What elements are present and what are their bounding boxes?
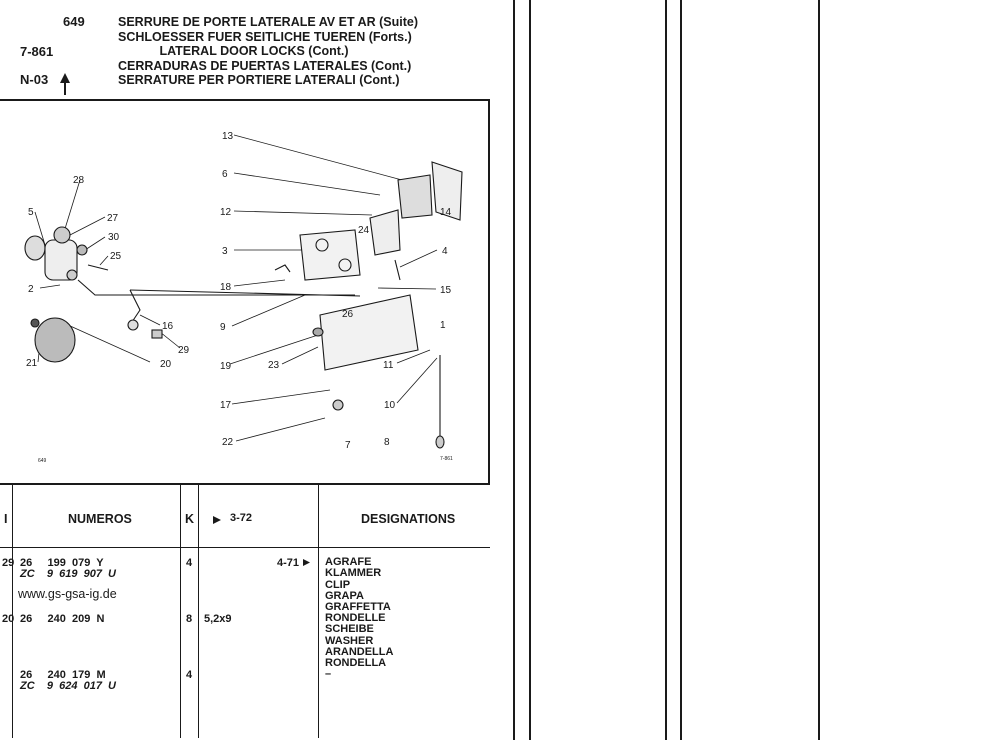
diagram-code-right: 7-861 xyxy=(440,456,453,462)
play-arrow-icon xyxy=(213,516,221,524)
designation-it: RONDELLA xyxy=(325,657,387,670)
up-arrow-icon xyxy=(60,73,70,95)
callout-12: 12 xyxy=(220,207,232,218)
part-number-alt: ZC 9 619 907 U xyxy=(20,568,116,580)
page-column-line xyxy=(818,0,820,740)
page-column-line xyxy=(513,0,515,740)
callout-numbers: 13 6 12 14 3 24 4 15 18 28 5 27 30 25 2 … xyxy=(26,131,453,464)
callout-28: 28 xyxy=(73,175,85,186)
callout-17: 17 xyxy=(220,400,232,411)
title-es: CERRADURAS DE PUERTAS LATERALES (Cont.) xyxy=(118,58,412,73)
designation-fr: RONDELLE xyxy=(325,612,386,624)
diagram-code-left: 649 xyxy=(38,458,47,464)
callout-29: 29 xyxy=(178,345,190,356)
designation-es: ARANDELLA xyxy=(325,645,394,658)
callout-4: 4 xyxy=(442,246,448,257)
part-number: 26 199 079 Y xyxy=(20,557,104,569)
col-header-k: K xyxy=(185,512,195,526)
callout-21: 21 xyxy=(26,358,38,369)
col-header-index: I xyxy=(4,512,8,526)
callout-25: 25 xyxy=(110,251,122,262)
table-col-divider xyxy=(318,483,319,738)
callout-18: 18 xyxy=(220,282,232,293)
callout-26: 26 xyxy=(342,309,354,320)
callout-13: 13 xyxy=(222,131,234,142)
title-it: SERRATURE PER PORTIERE LATERALI (Cont.) xyxy=(118,73,400,87)
designation-en: WASHER xyxy=(325,634,374,647)
row-index: 29 xyxy=(2,557,15,569)
designations-list: AGRAFE KLAMMER CLIP GRAPA GRAFFETTA xyxy=(325,556,391,614)
table-col-divider xyxy=(180,483,181,738)
quantity-k: 8 xyxy=(186,613,193,625)
callout-2: 2 xyxy=(28,284,34,295)
designation-de: SCHEIBE xyxy=(325,623,374,636)
callout-20: 20 xyxy=(160,359,172,370)
part-number: 26 240 209 N xyxy=(20,613,105,625)
col-header-numeros: NUMEROS xyxy=(68,512,132,526)
designation-de: KLAMMER xyxy=(325,567,382,580)
table-top-border xyxy=(0,483,490,485)
section-code: N-03 xyxy=(20,72,49,87)
callout-3: 3 xyxy=(222,246,228,257)
designation-fr: AGRAFE xyxy=(325,556,372,568)
designation-dash: – xyxy=(325,668,332,681)
callout-11: 11 xyxy=(383,360,394,371)
callout-14: 14 xyxy=(440,207,452,218)
col-header-designations: DESIGNATIONS xyxy=(361,512,456,526)
callout-23: 23 xyxy=(268,360,280,371)
exploded-parts-diagram: 13 6 12 14 3 24 4 15 18 28 5 27 30 25 2 … xyxy=(24,131,463,464)
page-number: 649 xyxy=(63,14,85,29)
from-date: 4-71 xyxy=(277,557,300,569)
page-column-line xyxy=(680,0,682,740)
callout-9: 9 xyxy=(220,322,226,333)
quantity-k: 4 xyxy=(186,557,193,569)
leader-lines xyxy=(34,134,438,442)
page-column-line xyxy=(665,0,667,740)
designation-it: GRAFFETTA xyxy=(325,601,391,614)
table-col-divider xyxy=(198,483,199,738)
callout-15: 15 xyxy=(440,285,452,296)
part-number-alt: ZC 9 624 017 U xyxy=(20,680,116,692)
callout-24: 24 xyxy=(358,225,370,236)
table-col-divider xyxy=(12,483,13,738)
title-fr: SERRURE DE PORTE LATERALE AV ET AR (Suit… xyxy=(118,15,419,29)
callout-16: 16 xyxy=(162,321,174,332)
title-en: LATERAL DOOR LOCKS (Cont.) xyxy=(159,44,349,58)
mechanism-parts xyxy=(24,161,463,449)
callout-1: 1 xyxy=(440,320,446,331)
callout-22: 22 xyxy=(222,437,234,448)
callout-30: 30 xyxy=(108,232,120,243)
callout-8: 8 xyxy=(384,437,390,448)
callout-6: 6 xyxy=(222,169,228,180)
play-arrow-icon xyxy=(303,559,310,566)
table-header-divider xyxy=(0,547,490,548)
designation-en: CLIP xyxy=(325,578,351,591)
watermark-text: www.gs-gsa-ig.de xyxy=(18,587,117,601)
section-title: SERRURE DE PORTE LATERALE AV ET AR (Suit… xyxy=(118,15,419,88)
callout-7: 7 xyxy=(345,440,351,451)
row-index: 20 xyxy=(2,613,15,625)
diagram-right-border xyxy=(488,99,490,484)
col-header-range: 3-72 xyxy=(230,512,253,524)
callout-5: 5 xyxy=(28,207,34,218)
callout-27: 27 xyxy=(107,213,119,224)
callout-10: 10 xyxy=(384,400,396,411)
designations-list: RONDELLE SCHEIBE WASHER ARANDELLA RONDEL… xyxy=(325,612,394,681)
designation-es: GRAPA xyxy=(325,589,364,602)
ref-code: 7-861 xyxy=(20,44,54,59)
callout-19: 19 xyxy=(220,361,232,372)
dimension-note: 5,2x9 xyxy=(204,613,232,625)
page-column-line xyxy=(529,0,531,740)
title-de: SCHLOESSER FUER SEITLICHE TUEREN (Forts.… xyxy=(118,29,412,44)
header-divider xyxy=(0,99,490,101)
part-number: 26 240 179 M xyxy=(20,669,106,681)
quantity-k: 4 xyxy=(186,669,193,681)
